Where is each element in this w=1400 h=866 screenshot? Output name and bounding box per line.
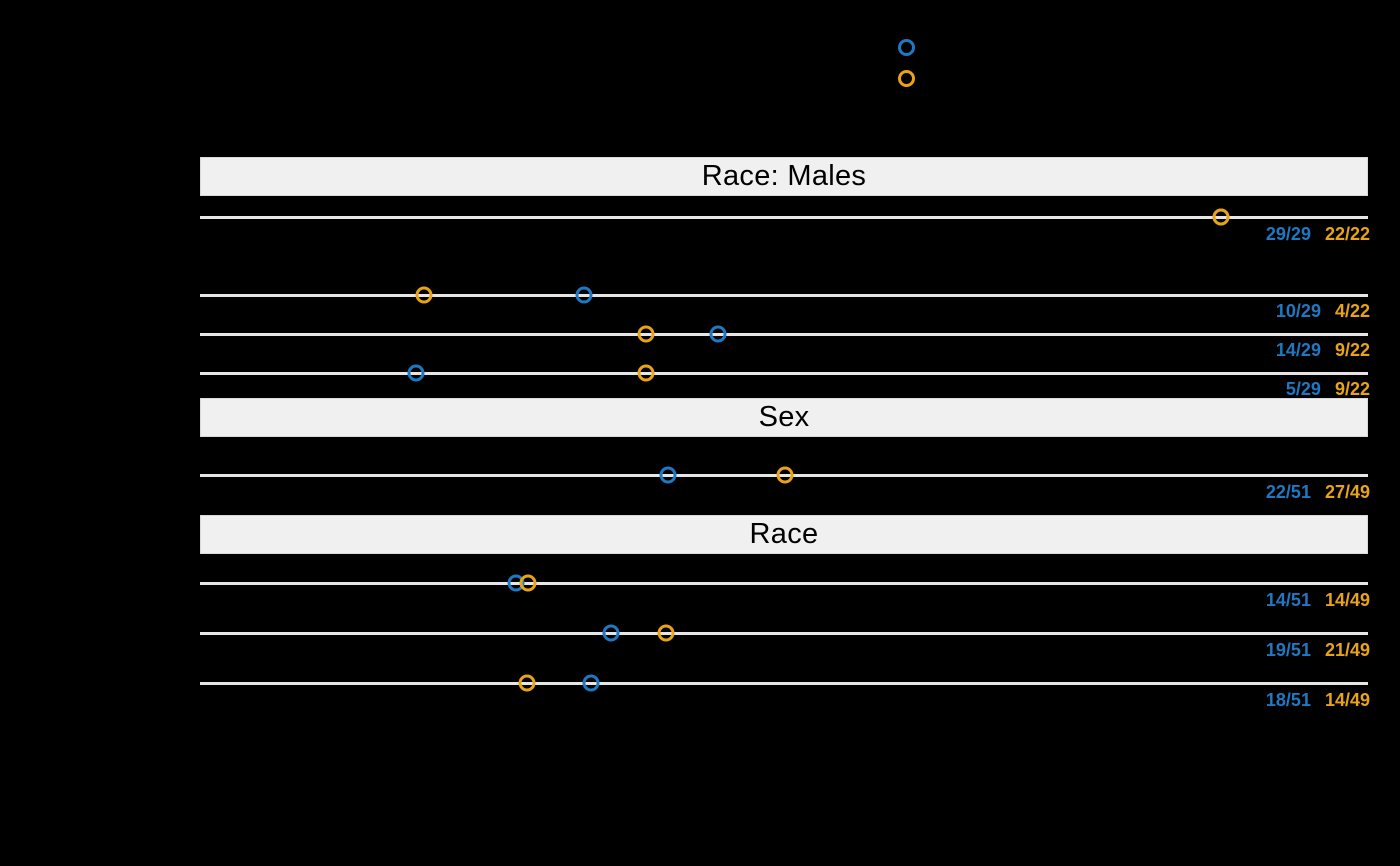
legend-marker-orange-circle-icon	[898, 69, 915, 87]
row-values: 18/51 14/49	[1180, 690, 1370, 711]
row-value-orange: 14/49	[1324, 690, 1370, 710]
row-value-blue: 18/51	[1265, 690, 1311, 710]
data-point-blue[interactable]	[709, 325, 727, 343]
row-value-orange: 21/49	[1324, 640, 1370, 660]
section-header-label: Sex	[758, 401, 810, 433]
row-values: 29/29 22/22	[1180, 224, 1370, 245]
data-point-orange[interactable]	[519, 574, 537, 592]
row-value-orange: 14/49	[1324, 590, 1370, 610]
row-line	[200, 632, 1368, 635]
data-point-orange[interactable]	[776, 466, 794, 484]
row-value-blue: 14/51	[1265, 590, 1311, 610]
row-values: 19/51 21/49	[1180, 640, 1370, 661]
row-line	[200, 294, 1368, 297]
data-point-orange[interactable]	[518, 674, 536, 692]
row-line	[200, 216, 1368, 219]
row-line	[200, 682, 1368, 685]
row-value-blue: 19/51	[1265, 640, 1311, 660]
legend-item-blue[interactable]	[898, 36, 925, 58]
row-line	[200, 582, 1368, 585]
section-header-sex: Sex	[200, 398, 1368, 437]
section-header-label: Race	[749, 518, 819, 550]
section-header-race: Race	[200, 515, 1368, 554]
data-point-blue[interactable]	[582, 674, 600, 692]
row-value-blue: 22/51	[1265, 482, 1311, 502]
row-value-blue: 5/29	[1285, 379, 1321, 399]
row-value-orange: 22/22	[1324, 224, 1370, 244]
row-value-blue: 14/29	[1275, 340, 1321, 360]
row-value-blue: 10/29	[1275, 301, 1321, 321]
legend-item-orange[interactable]	[898, 67, 925, 89]
row-value-blue: 29/29	[1265, 224, 1311, 244]
row-values: 14/29 9/22	[1180, 340, 1370, 361]
row-line	[200, 333, 1368, 336]
data-point-orange[interactable]	[415, 286, 433, 304]
row-values: 22/51 27/49	[1180, 482, 1370, 503]
section-header-race-males: Race: Males	[200, 157, 1368, 196]
data-point-orange[interactable]	[1212, 208, 1230, 226]
data-point-blue[interactable]	[407, 364, 425, 382]
chart-legend	[898, 30, 1278, 100]
row-value-orange: 27/49	[1324, 482, 1370, 502]
section-header-label: Race: Males	[701, 160, 867, 192]
row-values: 10/29 4/22	[1180, 301, 1370, 322]
row-line	[200, 372, 1368, 375]
data-point-orange[interactable]	[637, 364, 655, 382]
row-value-orange: 9/22	[1334, 379, 1370, 399]
row-values: 14/51 14/49	[1180, 590, 1370, 611]
data-point-blue[interactable]	[659, 466, 677, 484]
data-point-orange[interactable]	[657, 624, 675, 642]
row-values: 5/29 9/22	[1180, 379, 1370, 400]
row-value-orange: 4/22	[1334, 301, 1370, 321]
data-point-blue[interactable]	[602, 624, 620, 642]
row-value-orange: 9/22	[1334, 340, 1370, 360]
data-point-orange[interactable]	[637, 325, 655, 343]
legend-marker-blue-circle-icon	[898, 38, 915, 56]
data-point-blue[interactable]	[575, 286, 593, 304]
